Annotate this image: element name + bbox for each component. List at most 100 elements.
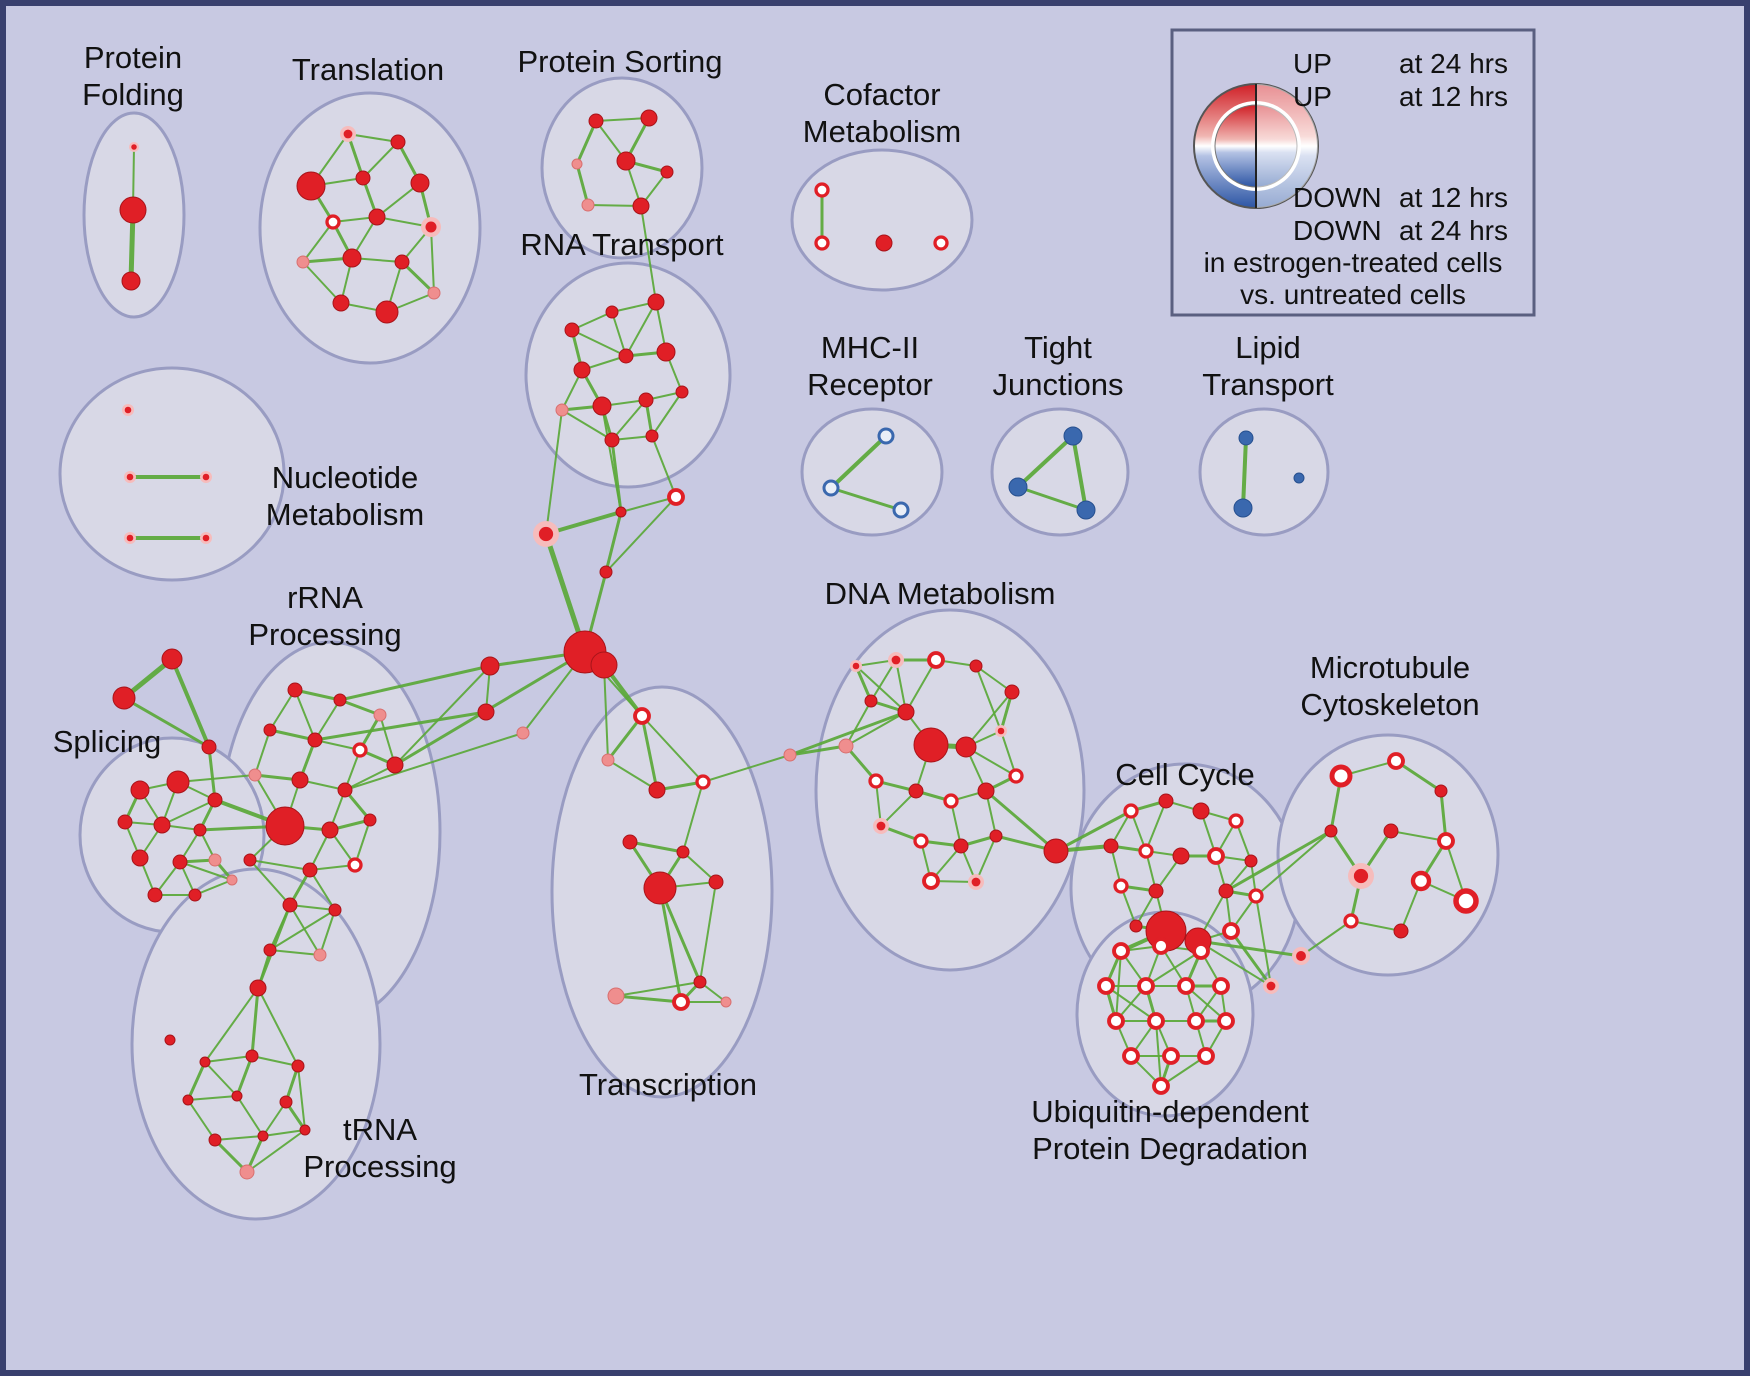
edge: [249, 859, 311, 871]
legend-footer-line: in estrogen-treated cells: [1204, 247, 1503, 278]
node-dm5: [1004, 684, 1020, 700]
edge: [640, 714, 659, 792]
edge: [204, 1061, 238, 1097]
cluster-microtubule-cytoskeleton: [1276, 733, 1500, 977]
node-sp12: [226, 874, 238, 886]
legend-direction: DOWN: [1293, 215, 1382, 246]
node-dm2-core: [891, 655, 901, 665]
label-microtubule-cytoskeleton: Cytoskeleton: [1300, 687, 1479, 722]
node-mc5: [1383, 823, 1399, 839]
label-dna-metabolism: DNA Metabolism: [825, 576, 1056, 611]
node-dm20: [989, 829, 1003, 843]
edge: [1000, 730, 1017, 777]
edge: [179, 861, 233, 881]
edge: [587, 204, 642, 207]
node-mh1: [877, 427, 895, 445]
node-ub1: [1112, 942, 1130, 960]
edge: [1054, 809, 1133, 853]
node-ch4: [599, 565, 613, 579]
edge: [347, 133, 399, 143]
node-rr8: [248, 768, 262, 782]
edge: [880, 790, 917, 827]
edge: [895, 659, 907, 713]
edge: [603, 664, 609, 761]
label-ubiquitin-degradation: Protein Degradation: [1032, 1131, 1308, 1166]
edge: [250, 986, 260, 1058]
legend-footer-line: vs. untreated cells: [1240, 279, 1466, 310]
edge: [571, 329, 627, 357]
node-dm18: [913, 833, 929, 849]
node-cc2: [1158, 793, 1174, 809]
node-mc11: [1393, 923, 1409, 939]
edge: [246, 1129, 306, 1173]
node-ub11: [1217, 1012, 1235, 1030]
node-rr6: [352, 742, 368, 758]
edge: [394, 665, 491, 766]
edge: [611, 311, 627, 357]
node-dm10-core: [997, 727, 1005, 735]
edge: [1390, 830, 1447, 842]
edge: [788, 744, 848, 757]
node-rr3: [373, 708, 387, 722]
edge: [651, 391, 683, 437]
edge: [640, 205, 657, 303]
node-rt7: [555, 403, 569, 417]
node-ib2: [477, 703, 495, 721]
legend-direction: DOWN: [1293, 182, 1382, 213]
edge: [1016, 485, 1088, 512]
edge: [1350, 920, 1402, 932]
node-nm3-core: [202, 473, 210, 481]
edge: [302, 221, 334, 263]
edge: [870, 659, 897, 702]
label-transcription: Transcription: [579, 1067, 757, 1102]
node-tr3: [296, 171, 326, 201]
edge: [269, 949, 321, 956]
node-sp10: [147, 887, 163, 903]
node-ps5: [660, 165, 674, 179]
node-tp9: [208, 1133, 222, 1147]
edge: [262, 1129, 306, 1137]
node-sp9: [208, 853, 222, 867]
edge: [595, 117, 650, 122]
edge: [1229, 929, 1273, 988]
node-tr13: [375, 300, 399, 324]
node-tx1: [633, 707, 651, 725]
cluster-nucleotide-metabolism: [58, 366, 286, 582]
edge: [338, 664, 492, 702]
edge: [699, 881, 717, 983]
node-sp2: [166, 770, 190, 794]
node-mb1-core: [1296, 951, 1306, 961]
node-ta2: [112, 686, 136, 710]
node-tp11: [299, 1124, 311, 1136]
edge: [302, 261, 342, 304]
edge: [297, 1065, 306, 1131]
node-rr2: [333, 693, 347, 707]
node-tj1: [1063, 426, 1083, 446]
node-sp1: [130, 780, 150, 800]
node-ps3: [571, 158, 583, 170]
node-tx3: [648, 781, 666, 799]
cluster-mhc-ii-receptor: [800, 407, 944, 537]
node-rr16: [347, 857, 363, 873]
node-hub2: [590, 651, 618, 679]
node-ps1: [588, 113, 604, 129]
edge: [975, 665, 1002, 732]
label-cell-cycle: Cell Cycle: [1115, 757, 1255, 792]
edge: [187, 1099, 216, 1141]
edge: [344, 732, 524, 791]
node-sp5: [153, 816, 171, 834]
edge: [344, 764, 396, 791]
node-dm13: [908, 783, 924, 799]
edge: [855, 665, 907, 713]
edge: [614, 994, 683, 1004]
label-cofactor-metabolism: Metabolism: [803, 114, 962, 149]
node-sp8: [172, 854, 188, 870]
node-tr5: [410, 173, 430, 193]
node-tx10: [607, 987, 625, 1005]
node-dm16: [1008, 768, 1024, 784]
edge: [1197, 940, 1272, 987]
node-cc9: [1244, 854, 1258, 868]
edge: [177, 774, 256, 783]
node-ch1: [667, 488, 685, 506]
